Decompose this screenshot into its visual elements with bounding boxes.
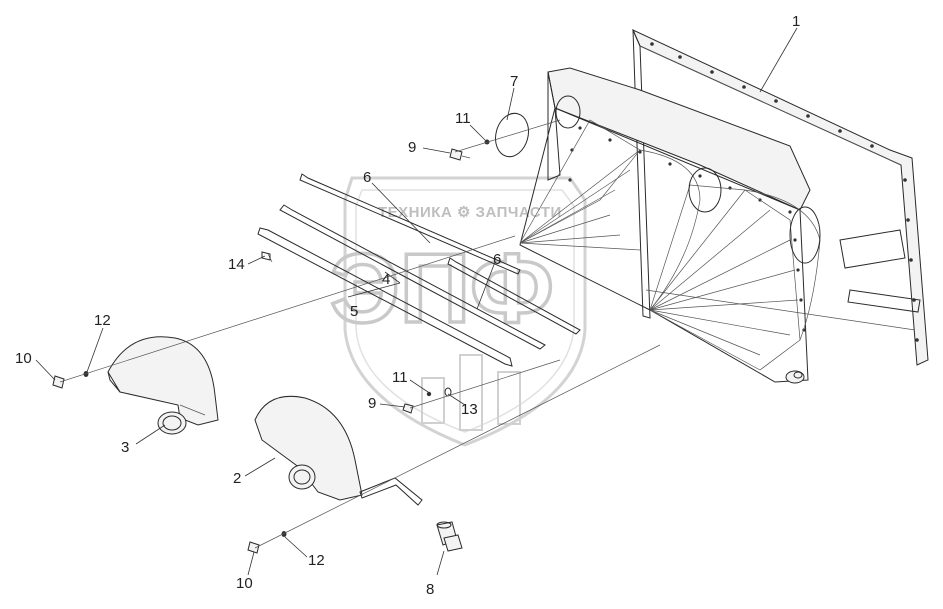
part-6-strips bbox=[299, 173, 581, 335]
part-4-5-14-strips bbox=[257, 204, 546, 367]
callout-4: 4 bbox=[382, 271, 390, 288]
callout-7: 7 bbox=[510, 73, 518, 90]
callout-14: 14 bbox=[228, 256, 245, 273]
watermark-shield: ТЕХНИКА ⚙ ЗАПЧАСТИ ЭПФ bbox=[328, 176, 587, 447]
callout-6b: 6 bbox=[493, 251, 501, 268]
callout-1: 1 bbox=[792, 13, 800, 30]
callout-6a: 6 bbox=[363, 169, 371, 186]
part-8-fitting bbox=[436, 521, 463, 552]
callout-5: 5 bbox=[350, 303, 358, 320]
part-7-gasket bbox=[495, 112, 529, 158]
watermark-logo: ЭПФ bbox=[330, 233, 554, 343]
part-2-cover bbox=[254, 395, 423, 506]
part-11-9-13-fasteners-lower bbox=[402, 387, 452, 414]
callout-10b: 10 bbox=[236, 575, 253, 592]
watermark-text: ТЕХНИКА ⚙ ЗАПЧАСТИ bbox=[378, 204, 562, 221]
part-10-12-fasteners bbox=[52, 371, 287, 554]
callout-9: 9 bbox=[408, 139, 416, 156]
callout-9b: 9 bbox=[368, 395, 376, 412]
callout-8: 8 bbox=[426, 581, 434, 598]
callout-10a: 10 bbox=[15, 350, 32, 367]
part-1-housing bbox=[519, 28, 929, 384]
callout-11b: 11 bbox=[392, 369, 408, 386]
callout-13: 13 bbox=[461, 401, 478, 418]
callout-12b: 12 bbox=[308, 552, 325, 569]
leader-lines bbox=[35, 27, 798, 576]
callout-3: 3 bbox=[121, 439, 129, 456]
part-11-9-fasteners-upper bbox=[449, 139, 490, 161]
callouts: 1 7 11 9 6 6 4 5 14 12 10 3 2 11 9 13 12… bbox=[15, 13, 800, 598]
callout-2: 2 bbox=[233, 470, 241, 487]
callout-12a: 12 bbox=[94, 312, 111, 329]
callout-11: 11 bbox=[455, 110, 471, 127]
part-3-cover bbox=[107, 336, 219, 435]
